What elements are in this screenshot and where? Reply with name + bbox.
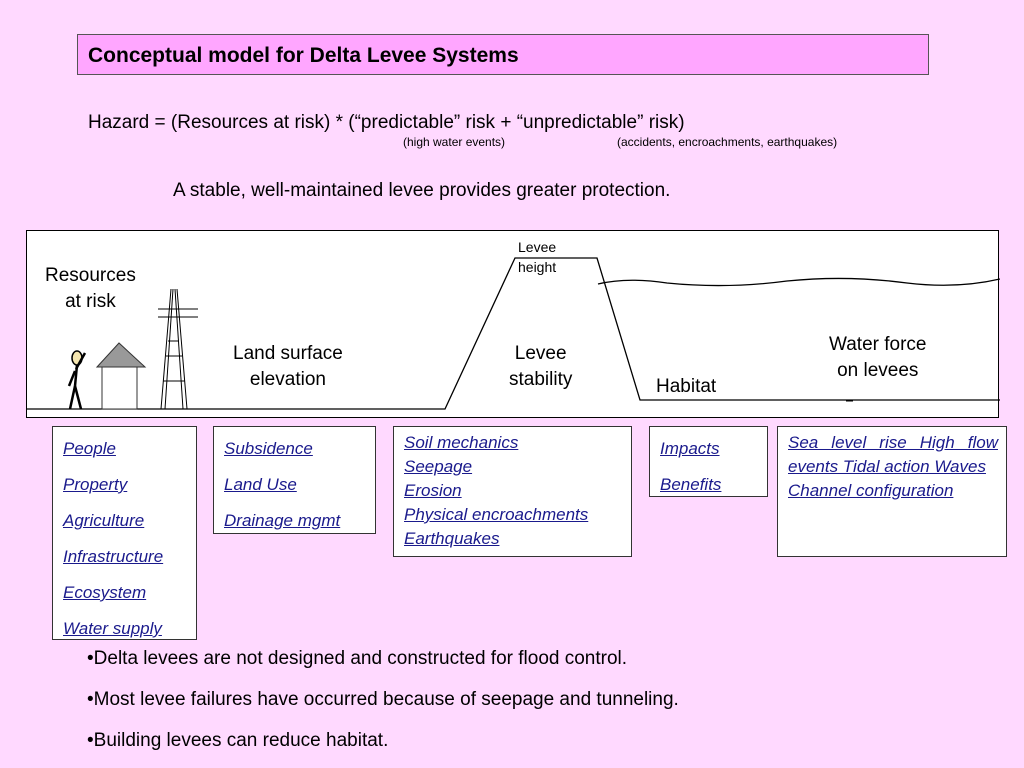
link-impacts[interactable]: Impacts: [660, 439, 720, 458]
link-infrastructure[interactable]: Infrastructure: [63, 547, 164, 566]
levee-diagram: Resources at risk Land surface elevation…: [26, 230, 1000, 418]
link-erosion[interactable]: Erosion: [404, 481, 462, 500]
bullet-list: •Delta levees are not designed and const…: [87, 638, 679, 761]
hazard-equation: Hazard = (Resources at risk) * (“predict…: [88, 112, 685, 133]
bullet-item: •Building levees can reduce habitat.: [87, 730, 389, 751]
title-box: Conceptual model for Delta Levee Systems: [77, 34, 929, 75]
levee-height-label: Levee height: [518, 239, 557, 275]
page-title: Conceptual model for Delta Levee Systems: [88, 44, 519, 67]
link-seepage[interactable]: Seepage: [404, 457, 473, 476]
water-surface: [597, 277, 1000, 287]
link-water-supply[interactable]: Water supply: [63, 619, 162, 638]
link-earthquakes[interactable]: Earthquakes: [404, 529, 500, 548]
water-force-label: Water force on levees: [829, 334, 927, 381]
predictable-note: (high water events): [403, 135, 506, 149]
tagline: A stable, well-maintained levee provides…: [173, 180, 671, 201]
land-box: Subsidence Land Use Drainage mgmt: [213, 426, 376, 534]
link-benefits[interactable]: Benefits: [660, 475, 722, 494]
link-soil-mechanics[interactable]: Soil mechanics: [404, 433, 519, 452]
link-ecosystem[interactable]: Ecosystem: [63, 583, 147, 602]
link-channel-configuration[interactable]: Channel configuration: [788, 481, 954, 500]
habitat-label: Habitat: [656, 376, 717, 397]
person-icon: [67, 350, 87, 410]
link-people[interactable]: People: [63, 439, 116, 458]
resources-box: People Property Agriculture Infrastructu…: [52, 426, 197, 640]
link-property[interactable]: Property: [63, 475, 128, 494]
bullet-item: •Most levee failures have occurred becau…: [87, 689, 679, 710]
link-subsidence[interactable]: Subsidence: [224, 439, 313, 458]
levee-cross-section: [27, 257, 1000, 410]
link-water-forces[interactable]: Sea level rise High flow events Tidal ac…: [788, 433, 998, 476]
link-agriculture[interactable]: Agriculture: [63, 511, 145, 530]
house-icon: [95, 342, 147, 410]
water-box: Sea level rise High flow events Tidal ac…: [777, 426, 1007, 557]
link-land-use[interactable]: Land Use: [224, 475, 297, 494]
link-physical-encroachments[interactable]: Physical encroachments: [404, 505, 589, 524]
levee-box: Soil mechanics Seepage Erosion Physical …: [393, 426, 632, 557]
transmission-tower-icon: [158, 288, 198, 410]
habitat-box: Impacts Benefits: [649, 426, 768, 497]
levee-stability-label: Levee stability: [509, 343, 573, 390]
bullet-item: •Delta levees are not designed and const…: [87, 648, 628, 669]
unpredictable-note: (accidents, encroachments, earthquakes): [617, 135, 838, 149]
ground-profile: [27, 257, 1000, 410]
land-surface-label: Land surface elevation: [233, 343, 343, 390]
link-drainage-mgmt[interactable]: Drainage mgmt: [224, 511, 341, 530]
resources-at-risk-label: Resources at risk: [45, 265, 136, 312]
